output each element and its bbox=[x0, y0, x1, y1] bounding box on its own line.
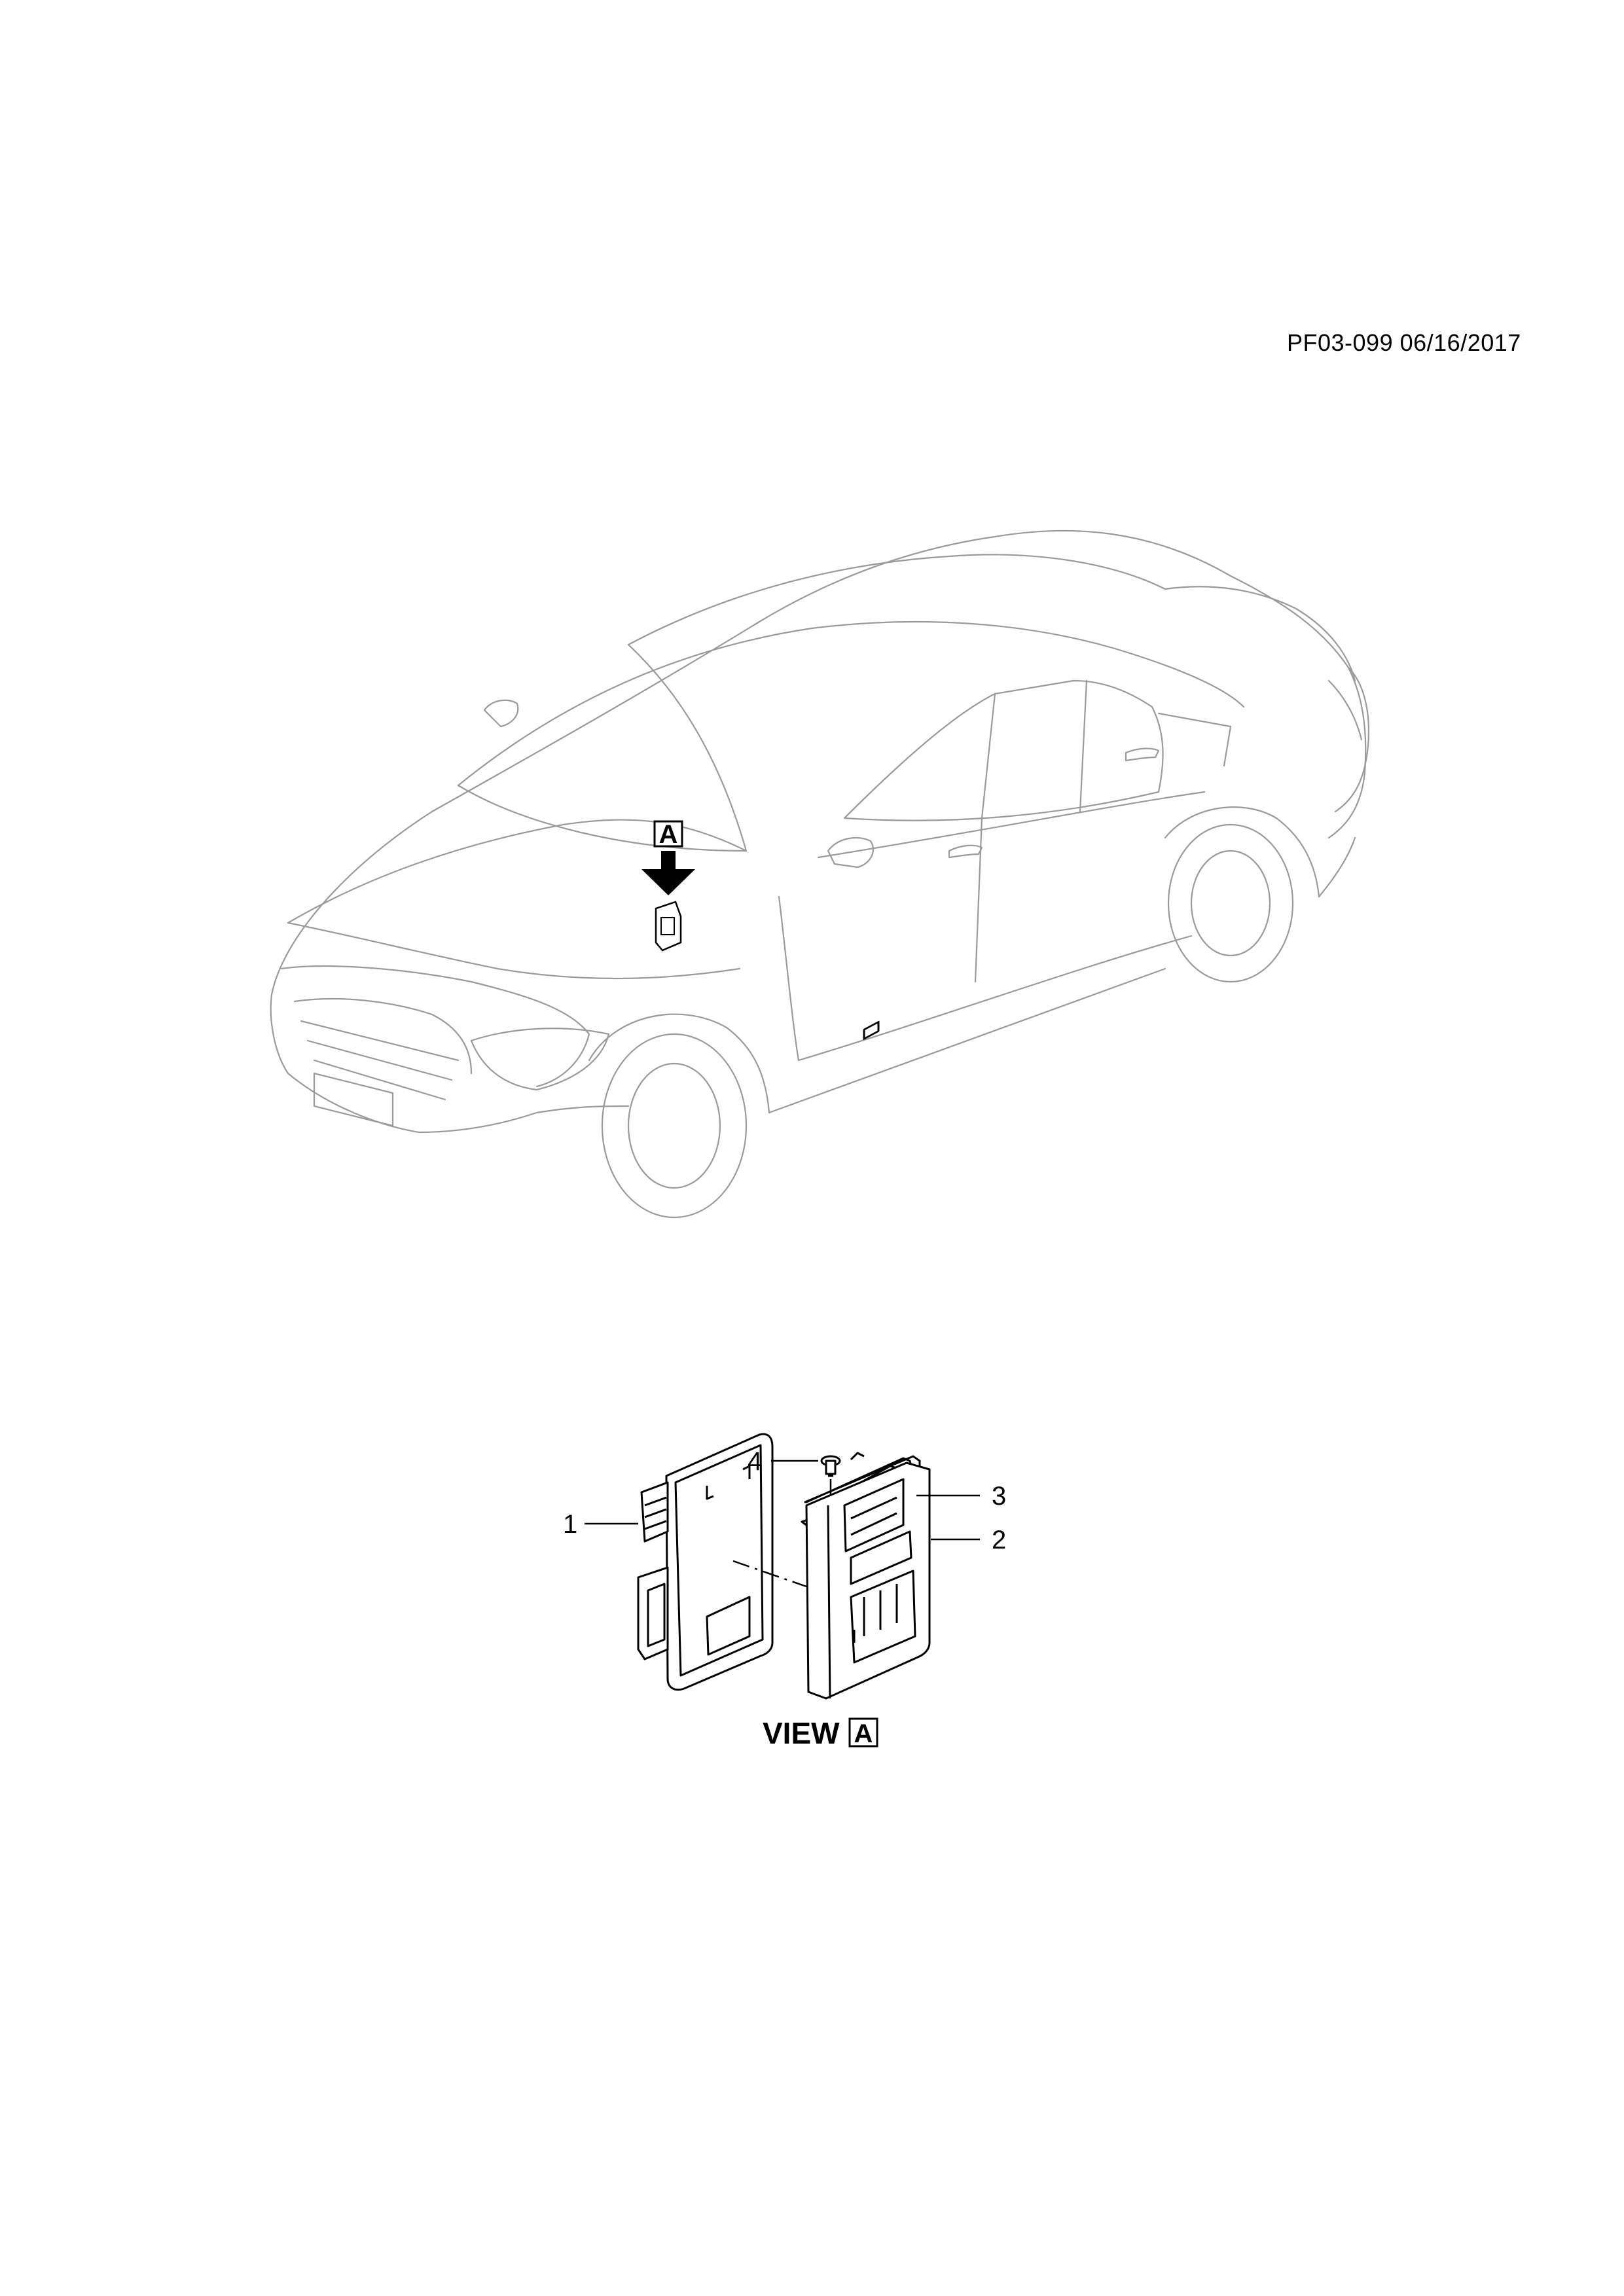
callout-2: 2 bbox=[992, 1526, 1006, 1554]
view-label-letter: A bbox=[854, 1719, 873, 1748]
part-4-screw bbox=[820, 1455, 841, 1477]
view-marker: A bbox=[641, 820, 695, 952]
vehicle-illustration bbox=[270, 529, 1370, 1219]
callout-1: 1 bbox=[563, 1510, 577, 1539]
module-location-icon bbox=[655, 901, 682, 952]
part-1-control-unit bbox=[637, 1433, 774, 1691]
view-label-box bbox=[848, 1717, 878, 1748]
callout-4: 4 bbox=[748, 1447, 762, 1476]
view-label-text: VIEW bbox=[763, 1716, 840, 1750]
arrow-down-icon bbox=[641, 851, 695, 895]
view-marker-letter: A bbox=[659, 820, 678, 849]
part-2-bracket bbox=[804, 1452, 931, 1700]
callout-3: 3 bbox=[992, 1482, 1006, 1511]
drawing-code: PF03-099 06/16/2017 bbox=[1287, 329, 1521, 356]
